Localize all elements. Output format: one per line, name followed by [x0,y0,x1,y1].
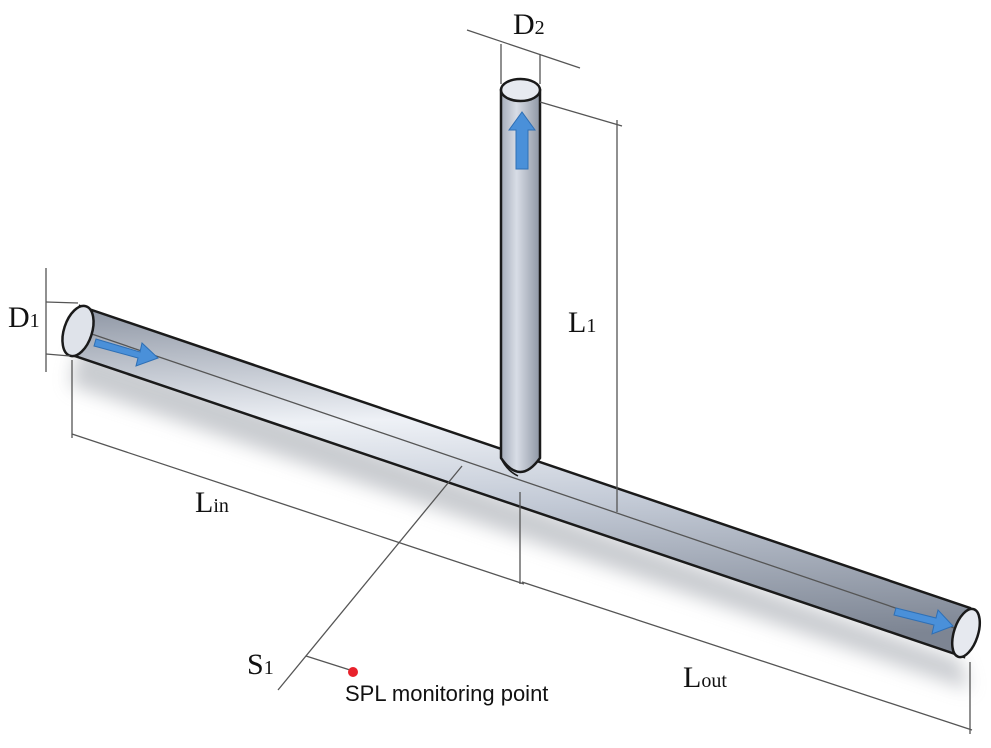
inlet-arrow [93,338,159,367]
spl-monitoring-point-dot [348,667,358,677]
lin-dimension-line [71,433,525,585]
lin-label: Lin [195,486,229,519]
l1-extension-top [539,101,623,127]
main-pipe-centerline [79,329,967,633]
d1-label: D1 [8,301,40,334]
lout-label: Lout [683,661,727,694]
branch-opening [499,77,542,103]
branch-junction-curve [500,457,519,477]
branch-arrow [508,111,536,170]
l1-label: L1 [568,306,596,339]
d2-label: D2 [513,8,545,41]
spl-monitoring-point-label: SPL monitoring point [345,681,548,706]
s1-label: S1 [247,648,274,681]
d2-dimension-line [466,29,581,69]
d1-extension-top [45,301,79,304]
s1-marker-line [305,655,351,671]
outlet-opening [950,607,982,659]
outlet-arrow [893,607,954,635]
s1-leader-line [277,465,463,691]
lout-dimension-line [521,581,973,731]
d1-extension-bottom [45,353,71,357]
